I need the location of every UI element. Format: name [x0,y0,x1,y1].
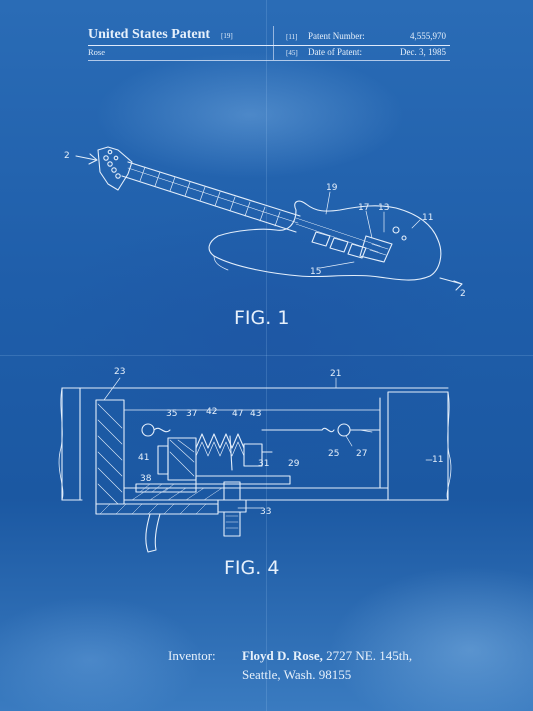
fig4-label-27: 27 [356,449,367,459]
fig1-label-17: 17 [358,203,369,213]
fold-line-vertical [266,0,267,711]
fig4-caption: FIG. 4 [224,557,279,579]
fold-line-horizontal [0,355,533,356]
fig1-label-2-left: 2 [64,151,70,161]
tremolo-drawing [58,377,452,553]
fig4-label-37: 37 [186,409,197,419]
fig1-label-2-right: 2 [460,289,466,299]
fig1-label-15: 15 [310,267,321,277]
inventor-line-1: Floyd D. Rose, 2727 NE. 145th, [242,646,412,665]
fig4-label-43: 43 [250,409,261,419]
patent-number-code: [11] [286,33,298,41]
patent-number: 4,555,970 [410,31,446,41]
fig4-label-33: 33 [260,507,271,517]
header-rule-top [88,45,450,46]
fig1-label-11: 11 [422,213,433,223]
date-code: [45] [286,49,298,57]
title-code: [19] [221,32,233,40]
fig4-label-47: 47 [232,409,243,419]
fig4-label-31: 31 [258,459,269,469]
fig4-label-38: 38 [140,474,152,484]
header-divider [273,26,274,60]
patent-title: United States Patent [88,27,211,42]
fig4-label-29: 29 [288,459,300,469]
inventor-address-2: Seattle, Wash. 98155 [242,667,352,682]
inventor-address-1: 2727 NE. 145th, [326,648,413,663]
fig4-label-21: 21 [330,369,341,379]
inventor-surname: Rose [88,47,105,57]
fig4-label-35: 35 [166,409,177,419]
fig1-caption: FIG. 1 [234,307,289,329]
inventor-label: Inventor: [168,648,216,663]
fig4-label-42: 42 [206,407,217,417]
fig4-label-25: 25 [328,449,339,459]
date-label: Date of Patent: [308,47,362,57]
patent-number-label: Patent Number: [308,31,365,41]
fig4-label-23: 23 [114,367,125,377]
fig4-label-11: 11 [432,455,443,465]
fig4-label-41: 41 [138,453,149,463]
inventor-name: Floyd D. Rose, [242,648,323,663]
fig1-label-13: 13 [378,203,389,213]
guitar-drawing [75,146,463,291]
patent-date: Dec. 3, 1985 [400,47,446,57]
fig1-label-19: 19 [326,183,338,193]
header-rule-bottom [88,60,450,61]
